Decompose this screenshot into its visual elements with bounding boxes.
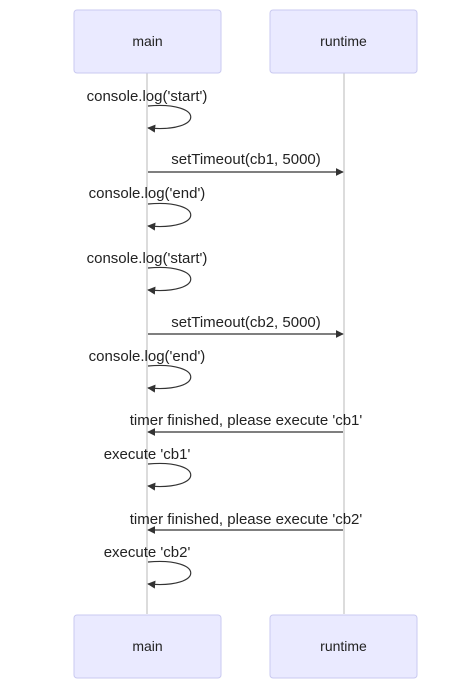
message-3-label: console.log('end') [89,185,206,202]
actor-main-top: main [73,9,222,74]
actor-main-bottom: main [73,614,222,679]
actor-runtime-top-label: runtime [320,33,367,49]
message-8-arrow [147,462,192,491]
message-5-label: setTimeout(cb2, 5000) [171,314,321,331]
message-1-arrow [147,104,192,133]
message-6-arrow [147,364,192,393]
actor-main-top-label: main [132,33,162,49]
message-6-label: console.log('end') [89,348,206,365]
actor-runtime-bottom-label: runtime [320,638,367,654]
message-10-arrow [147,560,192,589]
actor-runtime-top: runtime [269,9,418,74]
message-3-arrow [147,202,192,231]
actor-runtime-bottom: runtime [269,614,418,679]
message-4-label: console.log('start') [87,250,208,267]
message-2-label: setTimeout(cb1, 5000) [171,151,321,168]
message-8-label: execute 'cb1' [104,446,191,463]
actor-main-bottom-label: main [132,638,162,654]
message-1-label: console.log('start') [87,88,208,105]
message-10-label: execute 'cb2' [104,544,191,561]
message-4-arrow [147,266,192,295]
message-9-label: timer finished, please execute 'cb2' [130,511,363,528]
message-7-label: timer finished, please execute 'cb1' [130,412,363,429]
